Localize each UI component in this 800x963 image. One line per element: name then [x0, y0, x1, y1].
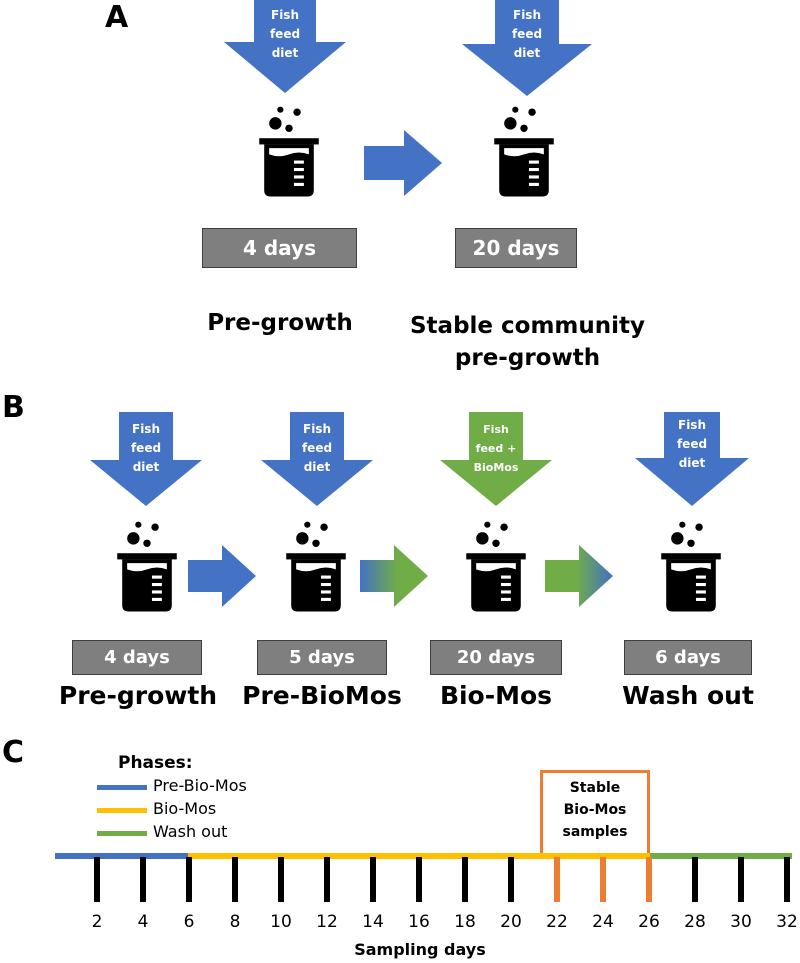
beaker-icon — [285, 515, 347, 615]
duration-box-a1: 4 days — [202, 228, 357, 268]
transition-arrow-b2 — [360, 545, 428, 607]
panel-a-letter: A — [105, 0, 129, 35]
tick-day-30 — [738, 857, 744, 902]
tick-day-20 — [508, 857, 514, 902]
input-arrow-b1 — [90, 412, 202, 506]
legend-swatch-wash-out — [97, 831, 147, 836]
beaker-icon — [493, 100, 555, 200]
legend-title: Phases: — [118, 753, 193, 773]
tick-label: 30 — [730, 912, 752, 932]
tick-label: 20 — [500, 912, 522, 932]
input-arrow-b4 — [635, 412, 749, 506]
tick-label: 14 — [362, 912, 384, 932]
stage-label-b3: Bio-Mos — [439, 681, 553, 710]
beaker-icon — [660, 515, 722, 615]
input-label-b4: Fish feed diet — [676, 418, 708, 470]
tick-label: 8 — [229, 912, 241, 932]
tick-day-12 — [324, 857, 330, 902]
beaker-icon — [258, 100, 320, 200]
x-axis-label: Sampling days — [354, 940, 486, 959]
tick-label: 16 — [408, 912, 430, 932]
duration-box-b2: 5 days — [257, 640, 387, 675]
transition-arrow-b3 — [545, 545, 613, 607]
stage-label-b1: Pre-growth — [58, 681, 218, 710]
input-label-a2: Fish feed diet — [511, 8, 543, 60]
transition-arrow-b1 — [188, 545, 256, 607]
tick-day-6 — [186, 857, 192, 902]
stage-label-b2: Pre-BioMos — [242, 681, 402, 710]
tick-day-22 — [554, 857, 560, 902]
stage-label-a2: Stable community pre-growth — [409, 313, 646, 371]
legend-swatch-pre-bio-mos — [97, 785, 147, 790]
tick-label: 12 — [316, 912, 338, 932]
beaker-icon — [465, 515, 527, 615]
panel-b-letter: B — [2, 390, 25, 425]
duration-box-b1: 4 days — [72, 640, 202, 675]
duration-box-a2: 20 days — [455, 228, 577, 268]
tick-day-2 — [94, 857, 100, 902]
stage-label-a1: Pre-growth — [207, 310, 353, 336]
tick-day-16 — [416, 857, 422, 902]
tick-day-4 — [140, 857, 146, 902]
input-label-b2: Fish feed diet — [301, 422, 333, 474]
phase-bar-pre-bio-mos — [55, 853, 188, 859]
tick-label: 28 — [684, 912, 706, 932]
tick-day-8 — [232, 857, 238, 902]
tick-day-24 — [600, 857, 606, 902]
tick-label: 4 — [137, 912, 149, 932]
tick-label: 10 — [270, 912, 292, 932]
sampling-timeline — [55, 853, 792, 902]
tick-label: 22 — [546, 912, 568, 932]
tick-day-18 — [462, 857, 468, 902]
tick-day-14 — [370, 857, 376, 902]
panel-c-letter: C — [2, 735, 25, 770]
tick-label: 26 — [638, 912, 660, 932]
input-label-a1: Fish feed diet — [269, 8, 301, 60]
input-label-b1: Fish feed diet — [130, 422, 162, 474]
input-arrow-b3 — [440, 412, 552, 506]
legend-label-pre-bio-mos: Pre-Bio-Mos — [153, 776, 247, 795]
tick-day-28 — [692, 857, 698, 902]
legend-label-bio-mos: Bio-Mos — [153, 799, 217, 818]
tick-label: 6 — [183, 912, 195, 932]
legend-label-wash-out: Wash out — [153, 822, 228, 841]
stage-label-b4: Wash out — [622, 681, 754, 710]
transition-arrow-a — [364, 130, 442, 196]
beaker-icon — [116, 515, 178, 615]
duration-box-b3: 20 days — [430, 640, 562, 675]
stable-samples-box — [540, 770, 650, 856]
tick-day-26 — [646, 857, 652, 902]
stable-samples-label: Stable Bio-Mos samples — [562, 780, 628, 840]
legend-swatch-bio-mos — [97, 808, 147, 813]
input-arrow-a2 — [462, 0, 592, 96]
tick-label: 32 — [776, 912, 798, 932]
input-arrow-a1 — [224, 0, 346, 93]
tick-label: 18 — [454, 912, 476, 932]
tick-label: 24 — [592, 912, 614, 932]
input-arrow-b2 — [261, 412, 373, 506]
phase-bar-wash-out — [650, 853, 792, 859]
tick-day-10 — [278, 857, 284, 902]
tick-day-32 — [784, 857, 790, 902]
tick-label: 2 — [91, 912, 103, 932]
phase-bar-bio-mos — [188, 853, 650, 859]
input-label-b3: Fish feed + BioMos — [473, 423, 519, 474]
duration-box-b4: 6 days — [624, 640, 752, 675]
